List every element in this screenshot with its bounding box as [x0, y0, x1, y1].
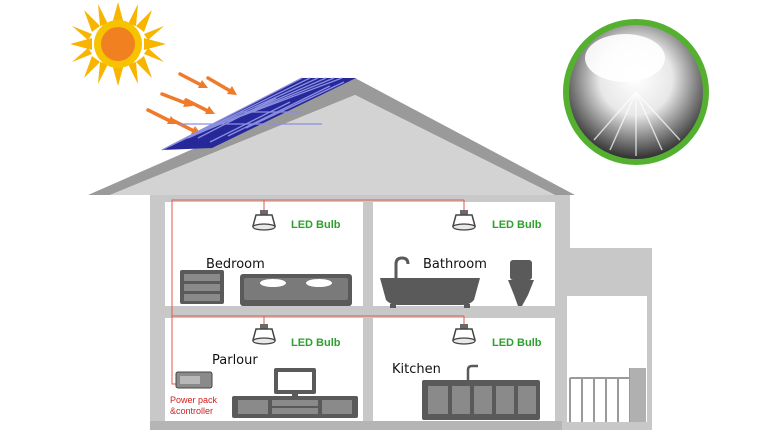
room-label-bedroom: Bedroom [206, 257, 265, 272]
kitchen-bulb-label: LED Bulb [492, 337, 542, 349]
bedroom-bulb-label: LED Bulb [291, 219, 341, 231]
led-bulb-glow-inset [563, 19, 709, 165]
room-label-parlour: Parlour [212, 353, 258, 368]
sun-icon [70, 2, 166, 86]
led-bulb-icon [452, 324, 476, 345]
room-label-bathroom: Bathroom [423, 257, 487, 272]
tv-cabinet-icon [232, 396, 358, 418]
bathtub-icon [380, 256, 480, 308]
bathroom-bulb-label: LED Bulb [492, 219, 542, 231]
parlour-bulb-label: LED Bulb [291, 337, 341, 349]
power-pack-icon [175, 371, 213, 389]
bed-icon [240, 274, 352, 306]
power-pack-label: Power pack [170, 395, 218, 405]
kitchen-cabinet-icon [422, 364, 540, 420]
house [88, 78, 652, 430]
room-label-kitchen: Kitchen [392, 362, 441, 377]
led-bulb-icon [452, 210, 476, 231]
sun-ray-arrows [146, 72, 237, 134]
led-bulb-icon [252, 324, 276, 345]
led-bulb-icon [252, 210, 276, 231]
toilet-icon [508, 260, 534, 306]
solar-panel-icon [161, 77, 356, 151]
tv-icon [274, 368, 316, 398]
dresser-icon [180, 270, 224, 304]
controller-label: &controller [170, 406, 213, 416]
